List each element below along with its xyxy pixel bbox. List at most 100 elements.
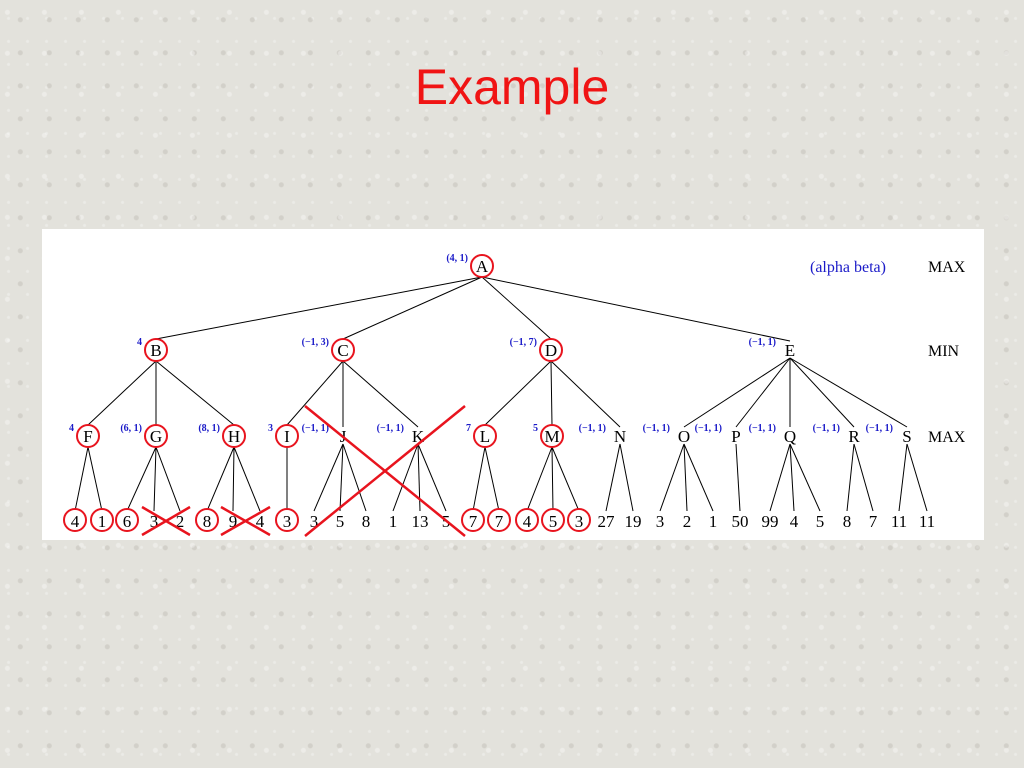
edge-K-K1 [392, 443, 419, 512]
node-annotation-Q: (−1, 1) [749, 423, 776, 434]
node-O: O [678, 427, 690, 446]
leaf-value-Q3: 5 [816, 512, 825, 531]
leaf-value-S1: 11 [891, 512, 907, 531]
leaf-circle-G1 [115, 508, 139, 532]
edge-H-H3 [233, 446, 261, 512]
leaf-value-I1: 3 [283, 512, 292, 531]
level-label-l2: MAX [928, 429, 966, 446]
node-annotation-A: (4, 1) [446, 253, 468, 264]
leaf-value-Q2: 4 [790, 512, 799, 531]
edge-K-K3 [417, 443, 447, 512]
leaf-value-J3: 8 [362, 512, 371, 531]
tree-highlights [63, 254, 591, 532]
edge-H-H2 [232, 446, 235, 512]
edge-Q-Q1 [769, 443, 791, 512]
leaf-value-G2: 3 [150, 512, 159, 531]
edge-M-M2 [551, 446, 554, 512]
level-label-l0: MAX [928, 259, 966, 276]
node-annotation-B: 4 [137, 337, 142, 348]
edge-R-R1 [846, 443, 855, 512]
edge-G-G1 [126, 446, 157, 512]
leaf-value-F2: 1 [98, 512, 107, 531]
edge-K-K2 [417, 443, 421, 512]
node-A: A [476, 257, 489, 276]
leaf-value-F1: 4 [71, 512, 80, 531]
node-C: C [337, 341, 348, 360]
node-annotation-M: 5 [533, 423, 538, 434]
edge-J-J1 [313, 443, 344, 512]
edge-N-N2 [619, 443, 634, 512]
crossout-JK-pruned [304, 405, 466, 537]
edge-P-P1 [735, 443, 741, 512]
leaf-value-L1: 7 [469, 512, 478, 531]
edge-E-O [683, 357, 791, 428]
tree-edges [74, 276, 928, 512]
edge-G-G3 [155, 446, 181, 512]
leaf-value-P1: 50 [732, 512, 749, 531]
leaf-value-G3: 2 [176, 512, 185, 531]
node-annotation-L: 7 [466, 423, 471, 434]
edge-R-R2 [853, 443, 874, 512]
node-circle-F [76, 424, 100, 448]
edge-Q-Q2 [789, 443, 795, 512]
leaf-value-S2: 11 [919, 512, 935, 531]
node-P: P [731, 427, 740, 446]
crossout-G-pruned [141, 505, 191, 537]
leaf-circle-F1 [63, 508, 87, 532]
legend-label: (alpha beta) [810, 259, 886, 276]
leaf-value-K2: 13 [412, 512, 429, 531]
slide-title: Example [414, 59, 610, 115]
edge-M-M3 [551, 446, 580, 512]
edge-D-N [550, 360, 621, 428]
edge-E-S [789, 357, 908, 428]
node-annotation-R: (−1, 1) [813, 423, 840, 434]
edge-J-J3 [342, 443, 367, 512]
node-N: N [614, 427, 626, 446]
leaf-value-O3: 1 [709, 512, 718, 531]
leaf-circle-M3 [567, 508, 591, 532]
edge-S-S1 [898, 443, 908, 512]
node-annotation-H: (8, 1) [198, 423, 220, 434]
node-annotation-E: (−1, 1) [749, 337, 776, 348]
crossout-stroke-2 [304, 405, 466, 537]
edge-C-K [342, 360, 419, 428]
node-G: G [150, 427, 162, 446]
node-annotation-C: (−1, 3) [302, 337, 329, 348]
node-I: I [284, 427, 290, 446]
edge-A-D [481, 276, 552, 340]
leaf-value-O2: 2 [683, 512, 692, 531]
node-Q: Q [784, 427, 796, 446]
node-H: H [228, 427, 240, 446]
leaf-value-R1: 8 [843, 512, 852, 531]
leaf-circle-M2 [541, 508, 565, 532]
leaf-value-G1: 6 [123, 512, 132, 531]
crossout-H-pruned [220, 505, 271, 537]
edge-J-J2 [339, 443, 344, 512]
leaf-value-J2: 5 [336, 512, 345, 531]
leaf-value-H2: 9 [229, 512, 238, 531]
leaf-circle-F2 [90, 508, 114, 532]
edge-O-O1 [659, 443, 685, 512]
leaf-circle-L2 [487, 508, 511, 532]
node-circle-H [222, 424, 246, 448]
leaf-value-Q1: 99 [762, 512, 779, 531]
edge-E-P [735, 357, 791, 428]
edge-L-L1 [472, 446, 486, 512]
node-annotation-J: (−1, 1) [302, 423, 329, 434]
node-circle-C [331, 338, 355, 362]
node-D: D [545, 341, 557, 360]
node-annotation-D: (−1, 7) [510, 337, 537, 348]
leaf-value-R2: 7 [869, 512, 878, 531]
node-annotation-I: 3 [268, 423, 273, 434]
node-circle-M [540, 424, 564, 448]
node-S: S [902, 427, 911, 446]
edge-F-F2 [87, 446, 103, 512]
leaf-value-M2: 5 [549, 512, 558, 531]
node-annotation-N: (−1, 1) [579, 423, 606, 434]
edge-N-N1 [605, 443, 621, 512]
level-label-l1: MIN [928, 343, 960, 360]
crossout-stroke-2 [141, 505, 191, 537]
node-annotation-F: 4 [69, 423, 74, 434]
